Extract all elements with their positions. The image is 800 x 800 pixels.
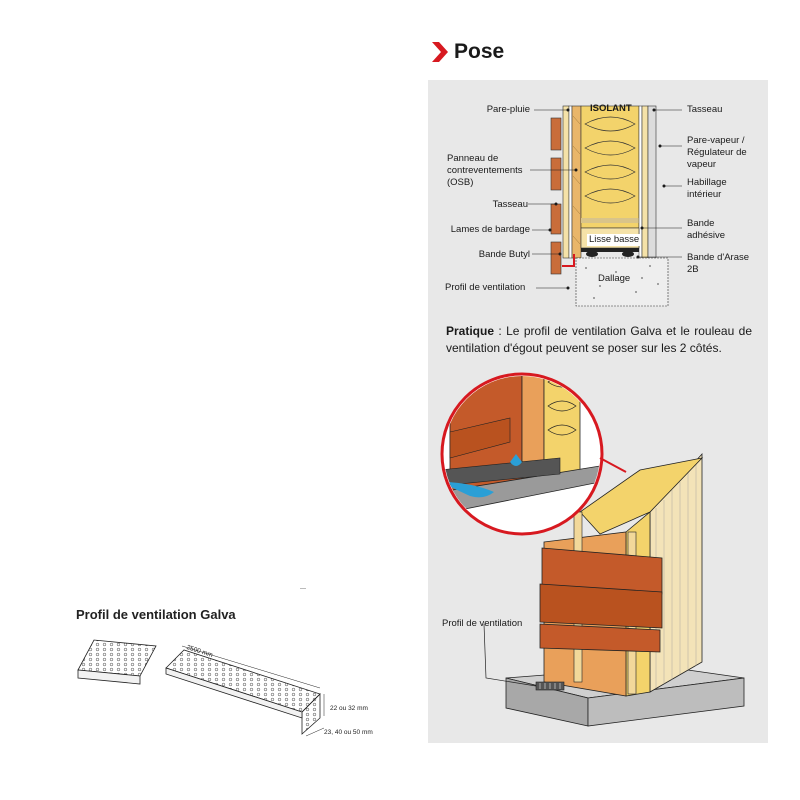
- label-tasseau-left: Tasseau: [492, 199, 528, 210]
- label-bande-arase: Bande d'Arase 2B: [687, 252, 750, 275]
- chevron-right-icon: [432, 42, 448, 62]
- isometric-wall-illustration: [440, 372, 745, 727]
- product-title: Profil de ventilation Galva: [76, 607, 236, 622]
- label-habillage: Habillage intérieur: [687, 177, 727, 200]
- label-profil-iso: Profil de ventilation: [442, 618, 523, 629]
- isolant-label: ISOLANT: [590, 103, 632, 114]
- page-title: Pose: [454, 40, 505, 63]
- label-tasseau-right: Tasseau: [687, 104, 723, 115]
- label-pare-pluie: Pare-pluie: [486, 104, 530, 115]
- label-panneau-osb: Panneau de contreventements (OSB): [447, 153, 523, 188]
- dallage-label: Dallage: [598, 273, 631, 284]
- label-pare-vapeur: Pare-vapeur / Régulateur de vapeur: [687, 135, 747, 170]
- pratique-note: Pratique : Le profil de ventilation Galv…: [446, 323, 752, 357]
- section-header: Pose: [432, 38, 504, 66]
- label-profil-ventilation: Profil de ventilation: [445, 282, 526, 293]
- width-dimension: 23, 40 ou 50 mm: [324, 729, 373, 736]
- pratique-label: Pratique: [446, 324, 495, 338]
- leader-lines: [528, 108, 682, 290]
- label-bande-adhesive: Bande adhésive: [687, 218, 726, 241]
- height-dimension: 22 ou 32 mm: [330, 705, 368, 712]
- galva-profile-drawing: [77, 639, 325, 737]
- label-lames-bardage: Lames de bardage: [450, 224, 530, 235]
- pratique-text: : Le profil de ventilation Galva et le r…: [446, 324, 752, 355]
- divider-mark: [300, 588, 306, 589]
- wall-section-diagram: [550, 105, 669, 307]
- lisse-basse-label: Lisse basse: [587, 234, 642, 246]
- label-bande-butyl: Bande Butyl: [478, 249, 530, 260]
